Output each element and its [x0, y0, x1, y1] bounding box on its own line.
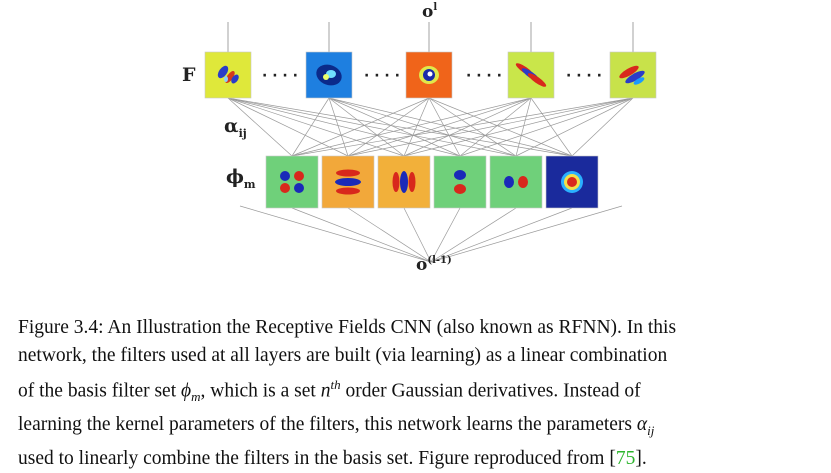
alpha-connection-line: [571, 97, 634, 157]
caption-line-3: of the basis filter set ϕm, which is a s…: [18, 377, 641, 405]
output-label: ol: [422, 2, 437, 22]
alpha-connection-line: [403, 97, 532, 157]
basis-to-input-line: [403, 207, 432, 263]
input-label: o(l-1): [416, 255, 452, 275]
alpha-connection-line: [328, 97, 573, 157]
alpha-connection-line: [428, 97, 461, 157]
reference-link-75[interactable]: 75: [615, 448, 636, 470]
basis-label: ϕm: [226, 166, 256, 191]
basis-to-input-line: [430, 207, 461, 263]
alpha-connection-line: [291, 97, 634, 157]
alpha-connection-line: [227, 97, 405, 157]
basis-filter-image: [377, 155, 431, 209]
alpha-connection-line: [347, 97, 532, 157]
alpha-connection-line: [403, 97, 634, 157]
caption-line-2: network, the filters used at all layers …: [18, 345, 668, 366]
caption-line-5: used to linearly combine the filters in …: [18, 448, 647, 470]
alpha-connection-line: [328, 97, 405, 157]
alpha-connection-line: [328, 97, 517, 157]
alpha-connection-line: [227, 97, 517, 157]
connection-lines: [227, 22, 634, 263]
basis-filter-image: [489, 155, 543, 209]
ellipsis-2: · · · ·: [364, 68, 400, 84]
alpha-label: αij: [224, 115, 247, 140]
basis-to-input-line: [291, 207, 432, 263]
alpha-connection-line: [291, 97, 330, 157]
alpha-connection-line: [227, 97, 573, 157]
alpha-connection-line: [403, 97, 430, 157]
basis-filter-image: [321, 155, 375, 209]
alpha-connection-line: [328, 97, 461, 157]
alpha-connection-line: [459, 97, 634, 157]
basis-to-input-line: [430, 207, 573, 263]
filter-row: [204, 51, 657, 99]
alpha-connection-line: [515, 97, 634, 157]
filter-image: [204, 51, 252, 99]
basis-row: [265, 155, 599, 209]
filter-image: [507, 51, 555, 99]
rfnn-figure: ol F αij ϕm o(l-1) · · · · · · · · · · ·…: [182, 2, 657, 275]
basis-to-input-line: [430, 205, 623, 263]
basis-filter-image: [545, 155, 599, 209]
basis-filter-image: [265, 155, 319, 209]
alpha-connection-line: [515, 97, 532, 157]
filter-image: [609, 51, 657, 99]
alpha-connection-line: [459, 97, 532, 157]
basis-to-input-line: [347, 207, 432, 263]
figure-caption: Figure 3.4: An Illustration the Receptiv…: [18, 314, 818, 473]
ellipsis-3: · · · ·: [466, 68, 502, 84]
caption-line-1: Figure 3.4: An Illustration the Receptiv…: [18, 317, 677, 338]
alpha-connection-line: [428, 97, 573, 157]
rfnn-diagram: ol F αij ϕm o(l-1) · · · · · · · · · · ·…: [182, 2, 657, 275]
alpha-connection-line: [347, 97, 430, 157]
basis-to-input-line: [430, 207, 517, 263]
alpha-connection-line: [227, 97, 461, 157]
filters-label: F: [182, 64, 196, 86]
alpha-connection-line: [291, 97, 430, 157]
alpha-connection-line: [347, 97, 634, 157]
alpha-connection-line: [227, 97, 293, 157]
basis-filter-image: [433, 155, 487, 209]
filter-image: [305, 51, 353, 99]
alpha-connection-line: [530, 97, 573, 157]
alpha-connection-line: [328, 97, 349, 157]
alpha-connection-line: [227, 97, 349, 157]
alpha-connection-line: [291, 97, 532, 157]
caption-line-4: learning the kernel parameters of the fi…: [18, 414, 655, 439]
ellipsis-1: · · · ·: [262, 68, 298, 84]
filter-image: [405, 51, 453, 99]
ellipsis-4: · · · ·: [566, 68, 602, 84]
basis-to-input-line: [239, 205, 432, 263]
alpha-connection-line: [428, 97, 517, 157]
